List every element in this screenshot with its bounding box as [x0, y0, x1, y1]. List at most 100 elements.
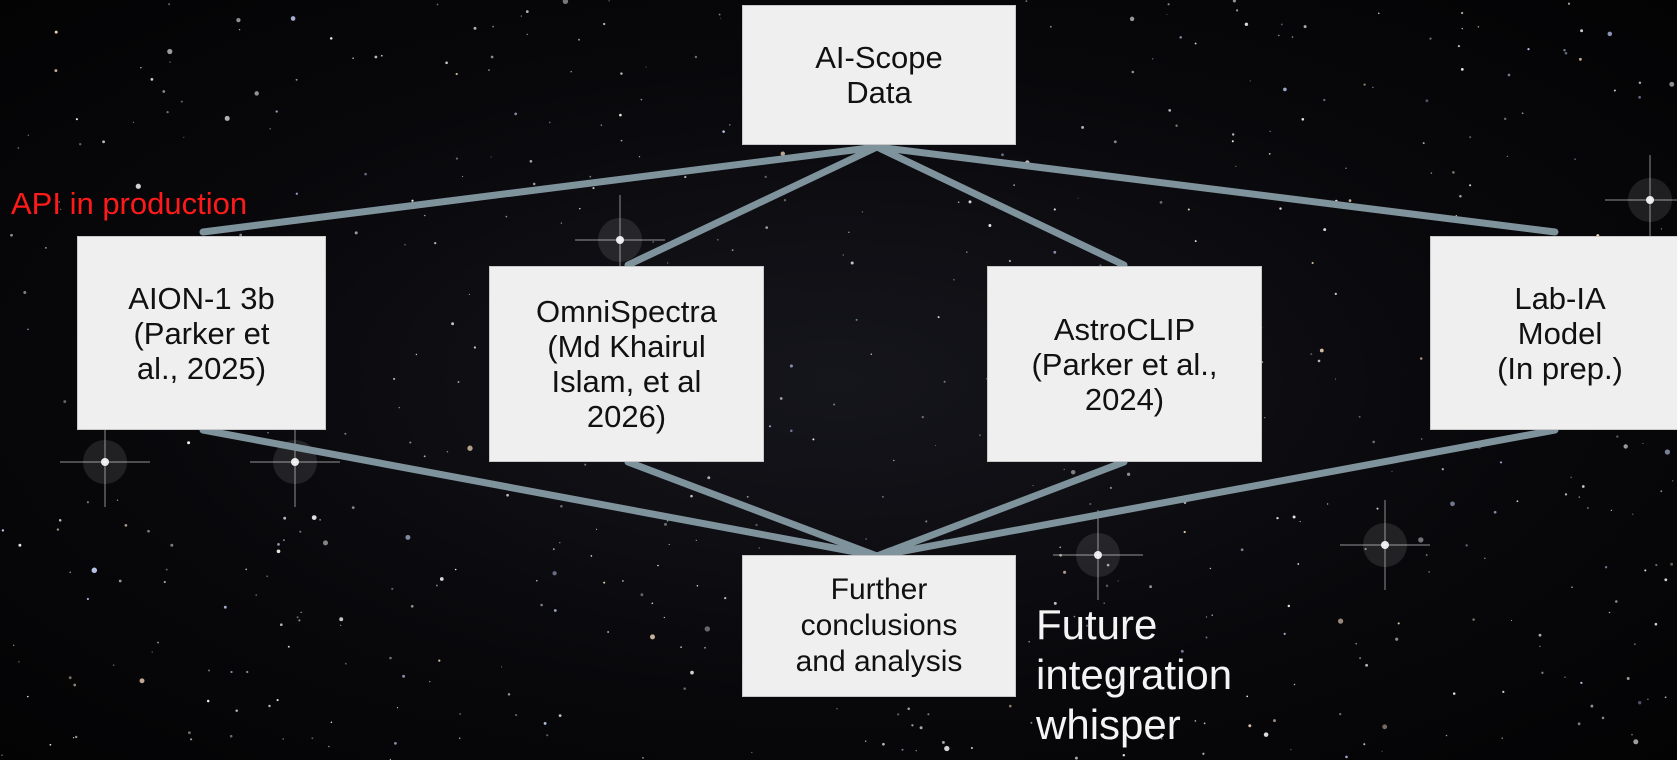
star	[254, 91, 259, 96]
star	[117, 499, 119, 501]
star	[651, 602, 654, 605]
star	[620, 72, 623, 75]
star	[1293, 683, 1296, 686]
star	[1578, 57, 1582, 61]
star	[68, 676, 72, 680]
star	[1334, 292, 1337, 296]
star	[1244, 22, 1249, 27]
star	[915, 750, 917, 752]
star	[642, 757, 644, 759]
star	[124, 524, 128, 527]
star	[311, 737, 314, 740]
star	[1235, 9, 1239, 12]
star	[1469, 136, 1472, 139]
star	[1608, 611, 1611, 614]
star	[1279, 207, 1282, 210]
star	[1098, 671, 1101, 674]
star	[1263, 732, 1269, 737]
star	[1326, 503, 1329, 505]
star	[23, 291, 27, 294]
star	[27, 134, 30, 136]
star	[619, 113, 622, 117]
star	[683, 687, 686, 690]
star	[311, 515, 317, 520]
star	[344, 662, 347, 665]
star	[1538, 633, 1542, 637]
star	[694, 55, 698, 59]
star	[1232, 0, 1236, 3]
star	[645, 66, 647, 68]
model-node-aion: AION-1 3b (Parker et al., 2025)	[77, 236, 326, 430]
star	[718, 13, 721, 16]
star	[1452, 692, 1456, 695]
star	[1049, 25, 1052, 28]
star	[1428, 571, 1430, 573]
star	[1660, 490, 1663, 493]
star	[1472, 618, 1475, 621]
star	[695, 539, 697, 541]
star	[603, 22, 606, 26]
star	[1381, 750, 1383, 752]
star	[1581, 485, 1585, 488]
star	[296, 616, 299, 619]
star	[1493, 510, 1497, 514]
star	[1364, 547, 1367, 551]
star	[451, 322, 455, 326]
star	[1166, 13, 1168, 15]
star	[1425, 554, 1428, 556]
star	[18, 543, 22, 547]
star	[299, 530, 302, 533]
model-node-lab-ia: Lab-IA Model (In prep.)	[1430, 236, 1677, 430]
star	[255, 594, 257, 596]
star	[553, 609, 557, 612]
star	[1283, 87, 1287, 92]
model-node-astroclip: AstroCLIP (Parker et al., 2024)	[987, 266, 1262, 462]
star	[1516, 500, 1519, 503]
star	[968, 200, 972, 204]
star	[1268, 153, 1271, 155]
star	[1205, 616, 1208, 618]
star	[10, 233, 13, 237]
star	[467, 445, 473, 451]
star	[1074, 756, 1078, 760]
star	[525, 10, 529, 13]
star	[707, 476, 711, 480]
star	[1156, 674, 1159, 676]
star	[988, 224, 992, 227]
star	[1117, 580, 1119, 582]
star	[295, 192, 298, 195]
star	[1077, 197, 1079, 199]
star	[720, 17, 722, 19]
star	[1503, 117, 1507, 121]
connector-source-to-aion	[199, 143, 881, 236]
star	[1578, 496, 1580, 498]
star	[1053, 601, 1057, 605]
connector-aion-to-output	[199, 426, 881, 560]
star	[1469, 184, 1472, 187]
star	[300, 611, 302, 613]
output-node-conclusions: Further conclusions and analysis	[742, 555, 1016, 697]
star	[579, 207, 581, 210]
star	[354, 231, 358, 235]
star	[848, 231, 850, 233]
star	[526, 33, 529, 36]
star	[344, 432, 347, 435]
star	[1607, 31, 1613, 37]
star	[1502, 690, 1505, 694]
star	[1604, 566, 1608, 569]
star	[532, 182, 536, 186]
star	[751, 751, 753, 754]
star	[663, 522, 668, 526]
star	[1590, 704, 1594, 708]
star	[1273, 719, 1276, 723]
star	[339, 617, 344, 622]
star	[1430, 172, 1433, 174]
star	[1419, 357, 1423, 360]
star	[704, 626, 710, 632]
star	[881, 495, 884, 498]
star	[298, 619, 301, 622]
star	[640, 593, 644, 597]
star	[1013, 184, 1015, 186]
star	[268, 704, 271, 708]
star	[239, 233, 243, 237]
